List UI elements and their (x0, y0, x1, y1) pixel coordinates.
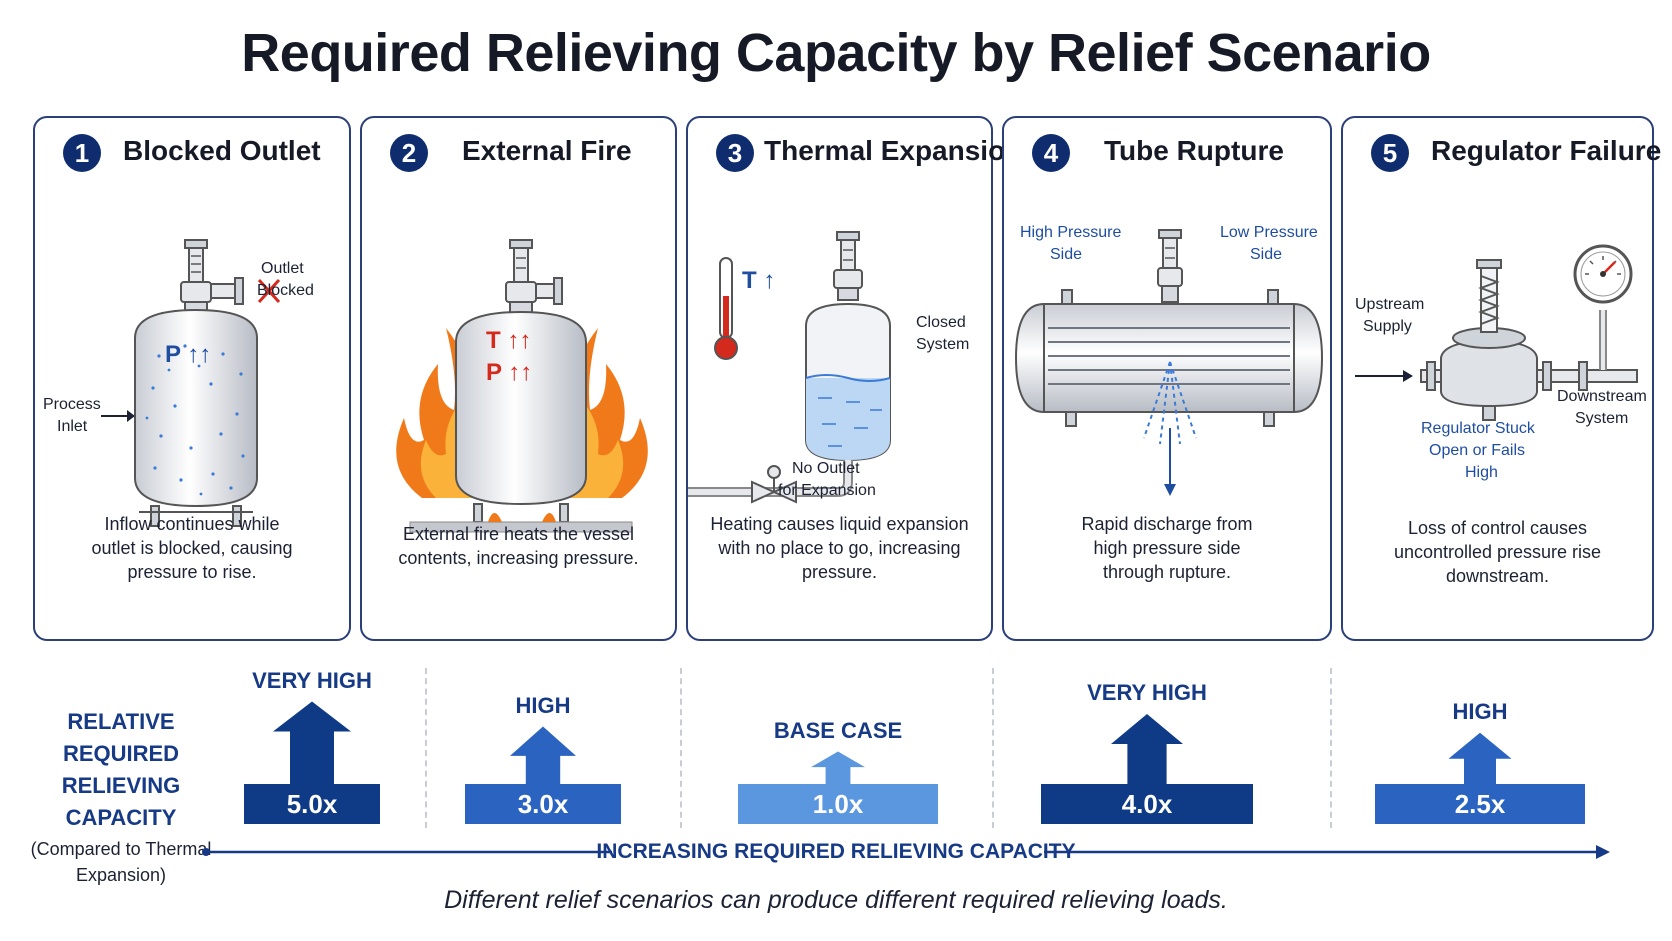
column-separator (992, 668, 994, 828)
system-label: System (916, 336, 970, 353)
downstream-label: Downstream (1557, 388, 1647, 405)
column-separator (425, 668, 427, 828)
capacity-level-label: VERY HIGH (252, 667, 372, 693)
low-pressure-label: Low Pressure (1220, 224, 1318, 241)
capacity-arrow (273, 701, 351, 784)
high-pressure-label: High Pressure (1020, 224, 1122, 241)
axis-label: INCREASING REQUIRED RELIEVING CAPACITY (596, 840, 1076, 863)
external-fire-vessel-illustration (396, 239, 648, 533)
column-separator (1330, 668, 1332, 828)
process-label: Process (43, 396, 101, 413)
heat-exchanger-tube-rupture-illustration (1014, 229, 1324, 496)
capacity-arrow (1111, 714, 1183, 784)
capacity-level-label: BASE CASE (773, 717, 903, 743)
scenario-number-badge: 5 (1371, 134, 1409, 172)
high-pressure-side-label: Side (1050, 246, 1083, 263)
scenario-number-badge: 4 (1032, 134, 1070, 172)
footnote: Different relief scenarios can produce d… (444, 886, 1228, 914)
capacity-multiplier-bar: 5.0x (244, 784, 380, 824)
scenario-title: Thermal Expansion (764, 135, 1023, 166)
scenario-card-external-fire: 2 External Fire T ↑↑ P ↑ (360, 116, 677, 641)
scenario-number-badge: 3 (716, 134, 754, 172)
blocked-label: Blocked (257, 282, 314, 299)
scenario-title: Blocked Outlet (123, 135, 321, 166)
capacity-multiplier-bar: 1.0x (738, 784, 938, 824)
scenario-title: Regulator Failure (1431, 135, 1662, 166)
pressure-indicator-label: P ↑↑ (165, 341, 212, 368)
capacity-level-label: VERY HIGH (1087, 680, 1207, 705)
scenario-description: Loss of control causes uncontrolled pres… (1393, 518, 1602, 586)
inlet-label: Inlet (57, 418, 88, 435)
no-outlet-label: No Outlet (792, 460, 860, 477)
scenario-title: Tube Rupture (1104, 135, 1284, 166)
for-expansion-label: for Expansion (778, 482, 876, 499)
capacity-multiplier-bar: 4.0x (1041, 784, 1253, 824)
upstream-label: Upstream (1355, 296, 1425, 313)
downstream-system-label: System (1575, 410, 1629, 427)
scenario-number-badge: 2 (390, 134, 428, 172)
scenario-description: Inflow continues while outlet is blocked… (91, 514, 293, 582)
scenario-number-badge: 1 (63, 134, 101, 172)
high-label: High (1465, 464, 1498, 481)
capacity-multiplier-bar: 2.5x (1375, 784, 1585, 824)
temperature-rise-label: T ↑ (742, 267, 776, 294)
capacity-level-label: HIGH (515, 692, 571, 718)
scenario-title: External Fire (462, 135, 632, 166)
pressure-rise-label: P ↑↑ (486, 359, 533, 386)
thermal-expansion-vessel-illustration (688, 231, 891, 504)
page-title: Required Relieving Capacity by Relief Sc… (241, 23, 1431, 83)
column-separator (680, 668, 682, 828)
low-pressure-side-label: Side (1250, 246, 1283, 263)
regulator-stuck-label: Regulator Stuck (1421, 420, 1535, 437)
open-or-fails-label: Open or Fails (1429, 442, 1526, 459)
scenario-description: External fire heats the vessel contents,… (398, 524, 639, 568)
capacity-multiplier-bar: 3.0x (465, 784, 621, 824)
capacity-arrow (1448, 732, 1512, 784)
outlet-label: Outlet (261, 260, 304, 277)
relative-capacity-label: RELATIVE REQUIRED RELIEVING CAPACITY (Co… (30, 709, 212, 885)
blocked-outlet-vessel-illustration (101, 239, 281, 527)
closed-label: Closed (916, 314, 966, 331)
scenario-card-blocked-outlet: 1 Blocked Outlet (33, 116, 351, 641)
supply-label: Supply (1363, 318, 1412, 335)
scenario-description: Rapid discharge from high pressure side … (1081, 514, 1253, 582)
pressure-regulator-illustration (1355, 244, 1638, 421)
capacity-level-label: HIGH (1452, 698, 1508, 724)
scenario-card-thermal-expansion: 3 Thermal Expansion (686, 116, 1022, 641)
capacity-arrow (811, 751, 865, 784)
scenario-card-regulator-failure: 5 Regulator Failure (1341, 116, 1661, 641)
capacity-arrow (510, 726, 576, 784)
scenario-description: Heating causes liquid expansion with no … (710, 514, 969, 582)
scenario-card-tube-rupture: 4 Tube Rupture (1002, 116, 1332, 641)
temperature-rise-label: T ↑↑ (486, 327, 532, 354)
